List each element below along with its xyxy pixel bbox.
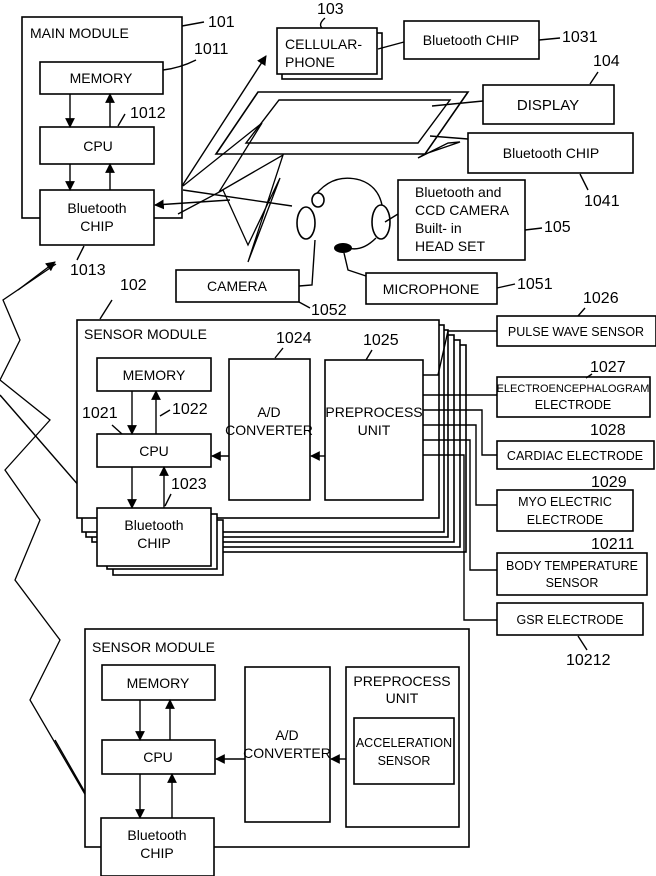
sensor1-preprocess-line2: UNIT	[358, 422, 391, 438]
main-bt-chip-ref: 1013	[70, 262, 106, 279]
sensor1-cpu-ref-b: 1022	[172, 401, 208, 418]
acceleration-sensor-block	[354, 718, 454, 784]
sensor2-ad-line2: CONVERTER	[243, 745, 331, 761]
sensor2-cpu-label: CPU	[143, 749, 173, 765]
myo-electrode-ref: 1029	[591, 474, 627, 491]
display-label: DISPLAY	[517, 97, 579, 114]
sensor2-bt-line1: Bluetooth	[127, 827, 186, 843]
sensor-module-1-title: SENSOR MODULE	[84, 326, 207, 342]
sensor-list: PULSE WAVE SENSOR 1026 ELECTROENCEPHALOG…	[497, 290, 656, 669]
headset-right-earpiece	[372, 205, 390, 239]
sensor1-bt-line2: CHIP	[137, 535, 170, 551]
body-temp-sensor-ref: 10211	[591, 536, 634, 553]
main-memory-label: MEMORY	[70, 70, 133, 86]
myo-electrode-line2: ELECTRODE	[527, 513, 603, 527]
sensor1-ad-ref: 1024	[276, 330, 312, 347]
cardiac-electrode-ref: 1028	[590, 422, 626, 439]
sensor2-preprocess-line1: PREPROCESS	[353, 673, 450, 689]
headset-line3: Built- in	[415, 220, 462, 236]
acceleration-sensor-line1: ACCELERATION	[356, 736, 452, 750]
microphone-icon	[334, 243, 352, 253]
sensor-module-1: 102 SENSOR MODULE MEMORY CPU 1021 1022 A…	[77, 277, 466, 575]
wireless-link-to-headset	[183, 190, 292, 206]
cellular-bt-chip-leader	[539, 38, 560, 40]
eeg-electrode-ref: 1027	[590, 359, 626, 376]
body-temp-sensor-line2: SENSOR	[546, 576, 599, 590]
display-bt-chip-ref: 1041	[584, 193, 620, 210]
headset-line1: Bluetooth and	[415, 184, 501, 200]
main-memory-ref: 1011	[194, 41, 229, 58]
microphone-link	[344, 253, 366, 276]
sensor1-cpu-label: CPU	[139, 443, 169, 459]
display-bt-chip-leader	[580, 174, 588, 190]
headset-ref: 105	[544, 219, 571, 236]
display-bt-chip-label: Bluetooth CHIP	[503, 145, 600, 161]
cellular-phone-ref: 103	[317, 1, 344, 18]
cellular-phone-line2: PHONE	[285, 54, 335, 70]
body-temp-sensor-line1: BODY TEMPERATURE	[506, 559, 638, 573]
sensor-module-2-title: SENSOR MODULE	[92, 639, 215, 655]
microphone-ref-leader	[497, 284, 515, 288]
main-cpu-label: CPU	[83, 138, 113, 154]
sensor2-memory-label: MEMORY	[127, 675, 190, 691]
main-module-title: MAIN MODULE	[30, 25, 129, 41]
headset-left-ring	[312, 193, 324, 207]
main-bt-chip-line2: CHIP	[80, 218, 113, 234]
eeg-electrode-line1: ELECTROENCEPHALOGRAM	[497, 383, 650, 395]
gsr-electrode-leader	[578, 636, 587, 650]
sensor1-ad-line2: CONVERTER	[225, 422, 313, 438]
main-module-leader	[182, 22, 204, 26]
sensor1-cpu-ref-a: 1021	[82, 405, 118, 422]
sensor-module-1-ref-leader	[100, 300, 112, 319]
sensor1-ad-line1: A/D	[257, 404, 280, 420]
eeg-electrode-line2: ELECTRODE	[535, 398, 611, 412]
display-ref: 104	[593, 53, 620, 70]
headset-device: Bluetooth and CCD CAMERA Built- in HEAD …	[176, 178, 571, 319]
headset-mic-boom	[348, 238, 376, 249]
gsr-electrode-label: GSR ELECTRODE	[517, 613, 624, 627]
sensor1-bt-ref: 1023	[171, 476, 207, 493]
pulse-wave-sensor-label: PULSE WAVE SENSOR	[508, 325, 644, 339]
headset-line2: CCD CAMERA	[415, 202, 510, 218]
camera-ref-leader	[299, 302, 310, 308]
camera-label: CAMERA	[207, 278, 268, 294]
sensor2-ad-line1: A/D	[275, 727, 298, 743]
acceleration-sensor-line2: SENSOR	[378, 754, 431, 768]
cellular-phone-leader	[321, 18, 325, 28]
main-bt-chip-line1: Bluetooth	[67, 200, 126, 216]
camera-ref: 1052	[311, 302, 347, 319]
sensor2-preprocess-line2: UNIT	[386, 690, 419, 706]
microphone-ref: 1051	[517, 276, 553, 293]
headset-left-earpiece	[297, 207, 315, 239]
cellular-bt-chip-label: Bluetooth CHIP	[423, 32, 520, 48]
main-cpu-ref: 1012	[130, 105, 166, 122]
myo-electrode-line1: MYO ELECTRIC	[518, 495, 612, 509]
headset-line4: HEAD SET	[415, 238, 485, 254]
cardiac-electrode-label: CARDIAC ELECTRODE	[507, 449, 643, 463]
pulse-wave-sensor-leader	[578, 308, 585, 316]
cellular-phone-line1: CELLULAR-	[285, 36, 362, 52]
display-ref-leader	[590, 72, 598, 84]
camera-link	[299, 240, 315, 286]
main-bt-chip-leader	[77, 246, 84, 260]
sensor-module-1-ref: 102	[120, 277, 147, 294]
gsr-electrode-ref: 10212	[566, 652, 611, 669]
wireless-arrow-to-main	[18, 262, 55, 290]
microphone-label: MICROPHONE	[383, 281, 479, 297]
sensor1-memory-label: MEMORY	[123, 367, 186, 383]
headset-ref-leader	[525, 228, 542, 230]
cellular-phone: CELLULAR- PHONE 103 Bluetooth CHIP 1031	[277, 1, 598, 79]
main-module: MAIN MODULE 101 MEMORY 1011 CPU 1012 Blu…	[22, 14, 235, 279]
sensor1-bt-line1: Bluetooth	[124, 517, 183, 533]
display-outer-panel	[216, 92, 468, 154]
cellular-bt-chip-ref: 1031	[562, 29, 598, 46]
sensor-module-2: SENSOR MODULE MEMORY CPU A/D CONVERTER P…	[85, 629, 469, 876]
sensor1-preprocess-line1: PREPROCESS	[325, 404, 422, 420]
sensor2-bt-line2: CHIP	[140, 845, 173, 861]
sensor1-preprocess-ref: 1025	[363, 332, 399, 349]
main-module-ref: 101	[208, 14, 235, 31]
pulse-wave-sensor-ref: 1026	[583, 290, 619, 307]
